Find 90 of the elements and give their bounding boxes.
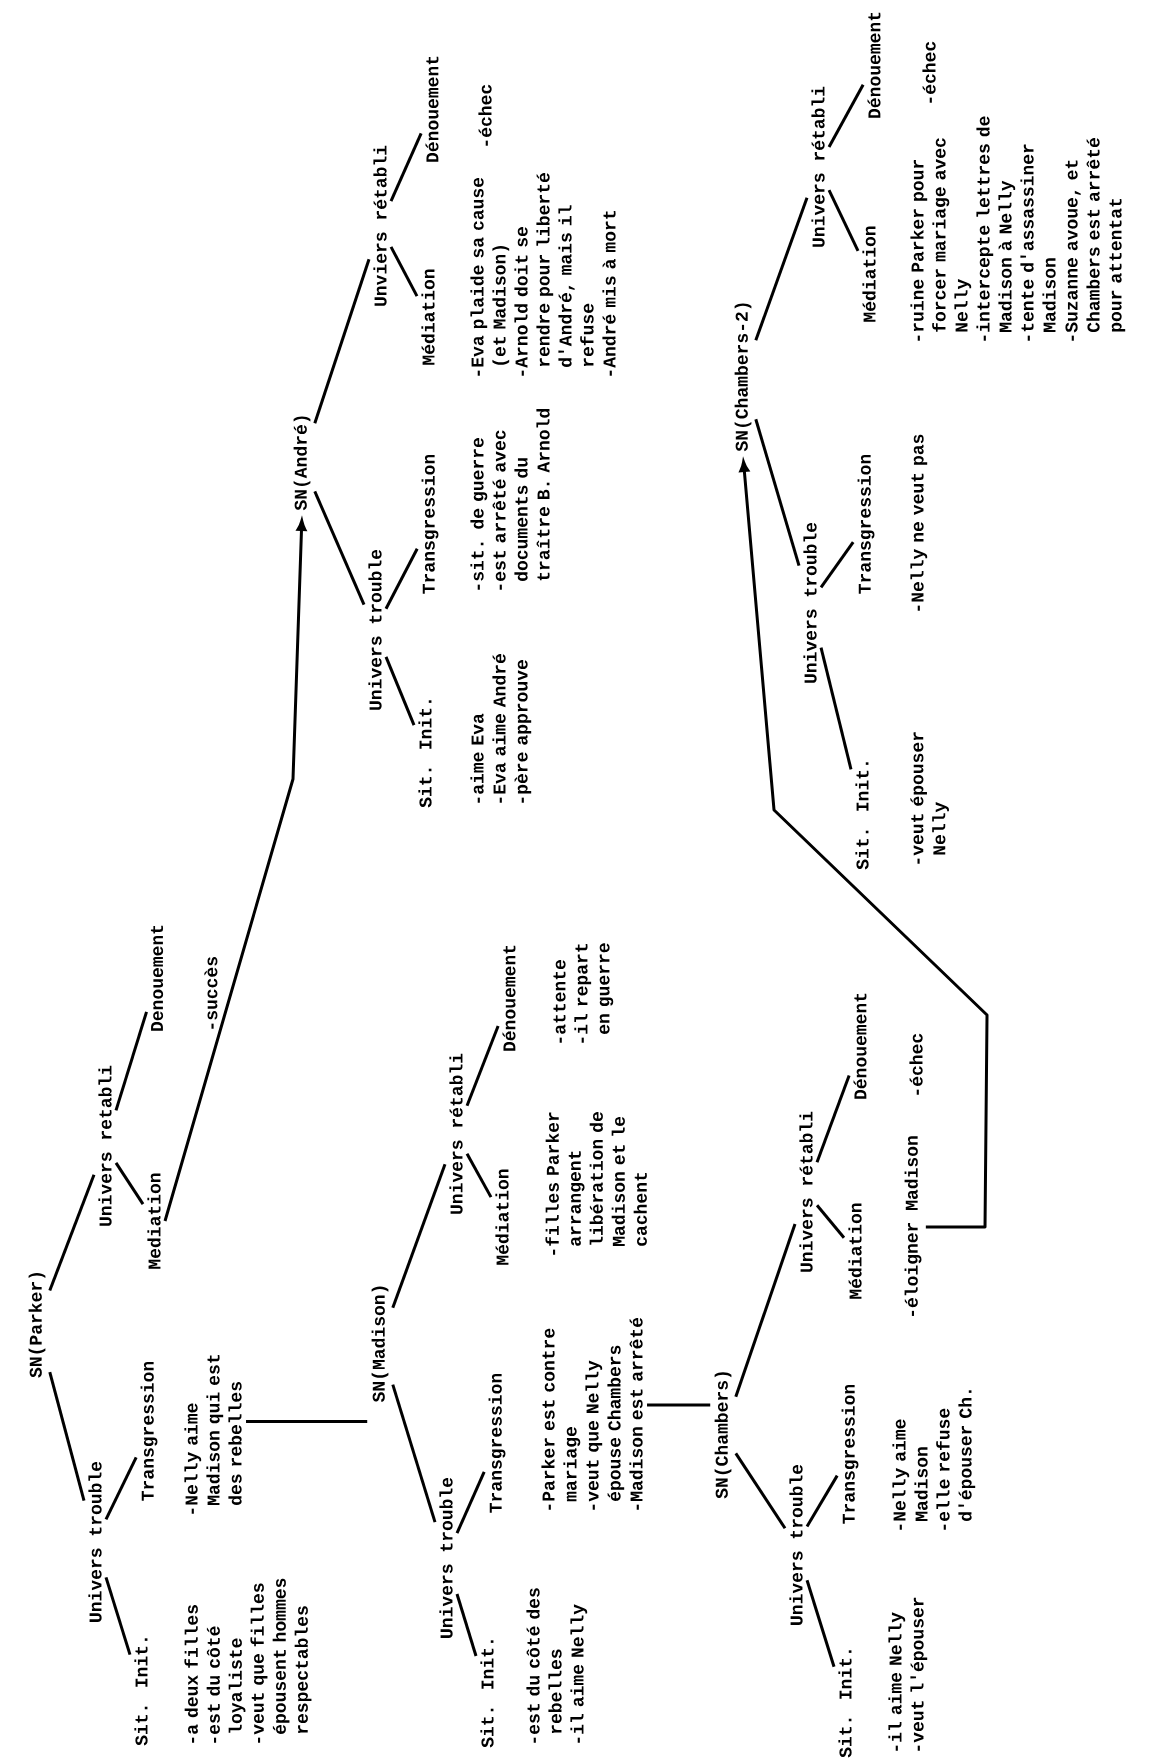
branch-label: Sit. Init. xyxy=(855,762,869,870)
branch-label: Transgression xyxy=(857,454,875,594)
tree-line xyxy=(455,1593,478,1657)
tree-line xyxy=(754,197,809,341)
tree-line xyxy=(815,1204,846,1239)
tree-line xyxy=(384,548,419,610)
branch-label: Transgression xyxy=(140,1361,158,1501)
branch-label: Transgression xyxy=(421,454,439,594)
tree-line xyxy=(389,246,419,297)
branch-label: Univers trouble xyxy=(368,549,382,710)
tree-line xyxy=(734,1452,787,1530)
branch-label: Univers trouble xyxy=(803,522,817,683)
tree-line xyxy=(48,1174,96,1292)
root-label: SN(Chambers-2) xyxy=(734,303,752,452)
note-text: -aime Eva -Eva aime André -père approuve xyxy=(470,654,532,803)
tree-line xyxy=(104,1456,138,1521)
note-text: -veut épouser Nelly xyxy=(910,732,949,864)
branch-label: Dénouement xyxy=(425,56,439,162)
tree-line xyxy=(827,84,865,148)
note-text: -filles Parker arrangent libération de Madison et le cachent xyxy=(545,1112,647,1255)
root-label: SN(Madison) xyxy=(371,1286,389,1403)
branch-label: -éloigner Madison xyxy=(904,1136,922,1316)
note-text: -succès xyxy=(204,957,218,1029)
note-text: -attente -il repart en guerre xyxy=(553,943,614,1043)
tree-line xyxy=(465,1025,500,1107)
branch-label: Univers trouble xyxy=(439,1477,453,1638)
node-label: -tente d'assassiner Madison xyxy=(1020,144,1056,341)
branch-label: Univers rétabli xyxy=(811,86,825,247)
branch-label: Mediation xyxy=(147,1173,161,1269)
note-text: -ruine Parker pour forcer mariage avec Nelly -intercepte lettres de Madison à Nelly -tente d'assassiner Madison -Suzanne avoue, et Chambers est arrêté pour attentat xyxy=(910,116,1126,341)
root-label: SN(Chambers) xyxy=(714,1372,732,1499)
tree-line xyxy=(647,1403,711,1407)
branch-label: Dénouement xyxy=(853,993,867,1099)
note-text: -échec xyxy=(909,1033,923,1095)
tree-line xyxy=(313,258,371,424)
root-label: SN(André) xyxy=(293,416,311,511)
note-text: -Nelly aime Madison -elle refuse d'épouser Ch. xyxy=(892,1390,976,1530)
note-text: -Nelly aime Madison qui est des rebelles xyxy=(184,1355,242,1514)
branch-label: Univers trouble xyxy=(789,1464,803,1625)
tree-line xyxy=(104,1576,132,1656)
branch-label: Unviers rétabli xyxy=(373,145,387,306)
tree-line xyxy=(805,1579,836,1668)
note-text: -Nelly ne veut pas xyxy=(910,434,928,611)
tree-line xyxy=(455,1471,486,1534)
tree-line xyxy=(734,1223,797,1398)
branch-label: Sit. Init. xyxy=(134,1638,148,1746)
tree-line xyxy=(48,1371,86,1501)
branch-label: Univers rétabli xyxy=(449,1053,463,1214)
branch-label: Médiation xyxy=(421,269,435,365)
branch-label: Dénouement xyxy=(502,945,516,1051)
branch-label: Univers retabli xyxy=(98,1065,112,1226)
note-text: -échec xyxy=(922,41,936,103)
branch-label: Univers trouble xyxy=(88,1461,102,1622)
branch-label: Médiation xyxy=(848,1203,862,1299)
tree-line xyxy=(465,1153,493,1198)
branch-label: Transgression xyxy=(841,1384,859,1524)
branch-label: Médiation xyxy=(495,1169,509,1265)
tree-line xyxy=(827,189,860,252)
node-label: -Suzanne avoue, et Chambers est arrêté pour attentat xyxy=(1065,138,1126,341)
branch-label: Sit. Init. xyxy=(838,1650,852,1758)
tree-line xyxy=(754,418,801,567)
tree-line xyxy=(384,656,416,726)
root-label: SN(Parker) xyxy=(28,1273,46,1378)
branch-label: Sit. Init. xyxy=(418,700,432,808)
note-text: -Parker est contre mariage -veut que Nelly épouse Chambers -Madison est arrêté xyxy=(541,1317,643,1510)
note-text: -est du côté des rebelles -il aime Nelly xyxy=(526,1588,588,1743)
tree-line xyxy=(114,1162,145,1205)
note-text: -échec xyxy=(478,84,492,146)
tree-line xyxy=(391,1384,437,1523)
tree-line xyxy=(391,1163,447,1309)
branch-label: Univers rétabli xyxy=(799,1111,813,1272)
tree-line xyxy=(114,1011,148,1111)
tree-line xyxy=(313,490,366,606)
branch-label: Denouement xyxy=(150,925,164,1031)
branch-label: Sit. Init. xyxy=(480,1640,494,1748)
note-text: -il aime Nelly -veut l'épouser xyxy=(888,1597,928,1751)
note-text: -a deux filles -est du côté loyaliste -veut que filles épousent hommes respectables xyxy=(184,1578,312,1743)
tree-line xyxy=(389,132,423,202)
branch-label: Transgression xyxy=(488,1373,506,1513)
branch-label: Médiation xyxy=(862,226,876,322)
branch-label: Dénouement xyxy=(867,12,881,118)
tree-line xyxy=(819,647,853,770)
note-text: -Eva plaide sa cause (et Madison) -Arnold doit se rendre pour liberté d'André, mais il refuse -André mis à mort xyxy=(470,173,616,376)
tree-line xyxy=(819,541,855,589)
node-label: -ruine Parker pour forcer mariage avec Nelly xyxy=(910,138,972,341)
tree-line xyxy=(246,1420,368,1424)
tree-line xyxy=(815,1074,851,1163)
note-text: -sit. de guerre -est arrêté avec documents du traître B. Arnold xyxy=(470,409,550,590)
tree-line xyxy=(805,1474,839,1528)
node-label: -intercepte lettres de Madison à Nelly xyxy=(976,116,1016,341)
